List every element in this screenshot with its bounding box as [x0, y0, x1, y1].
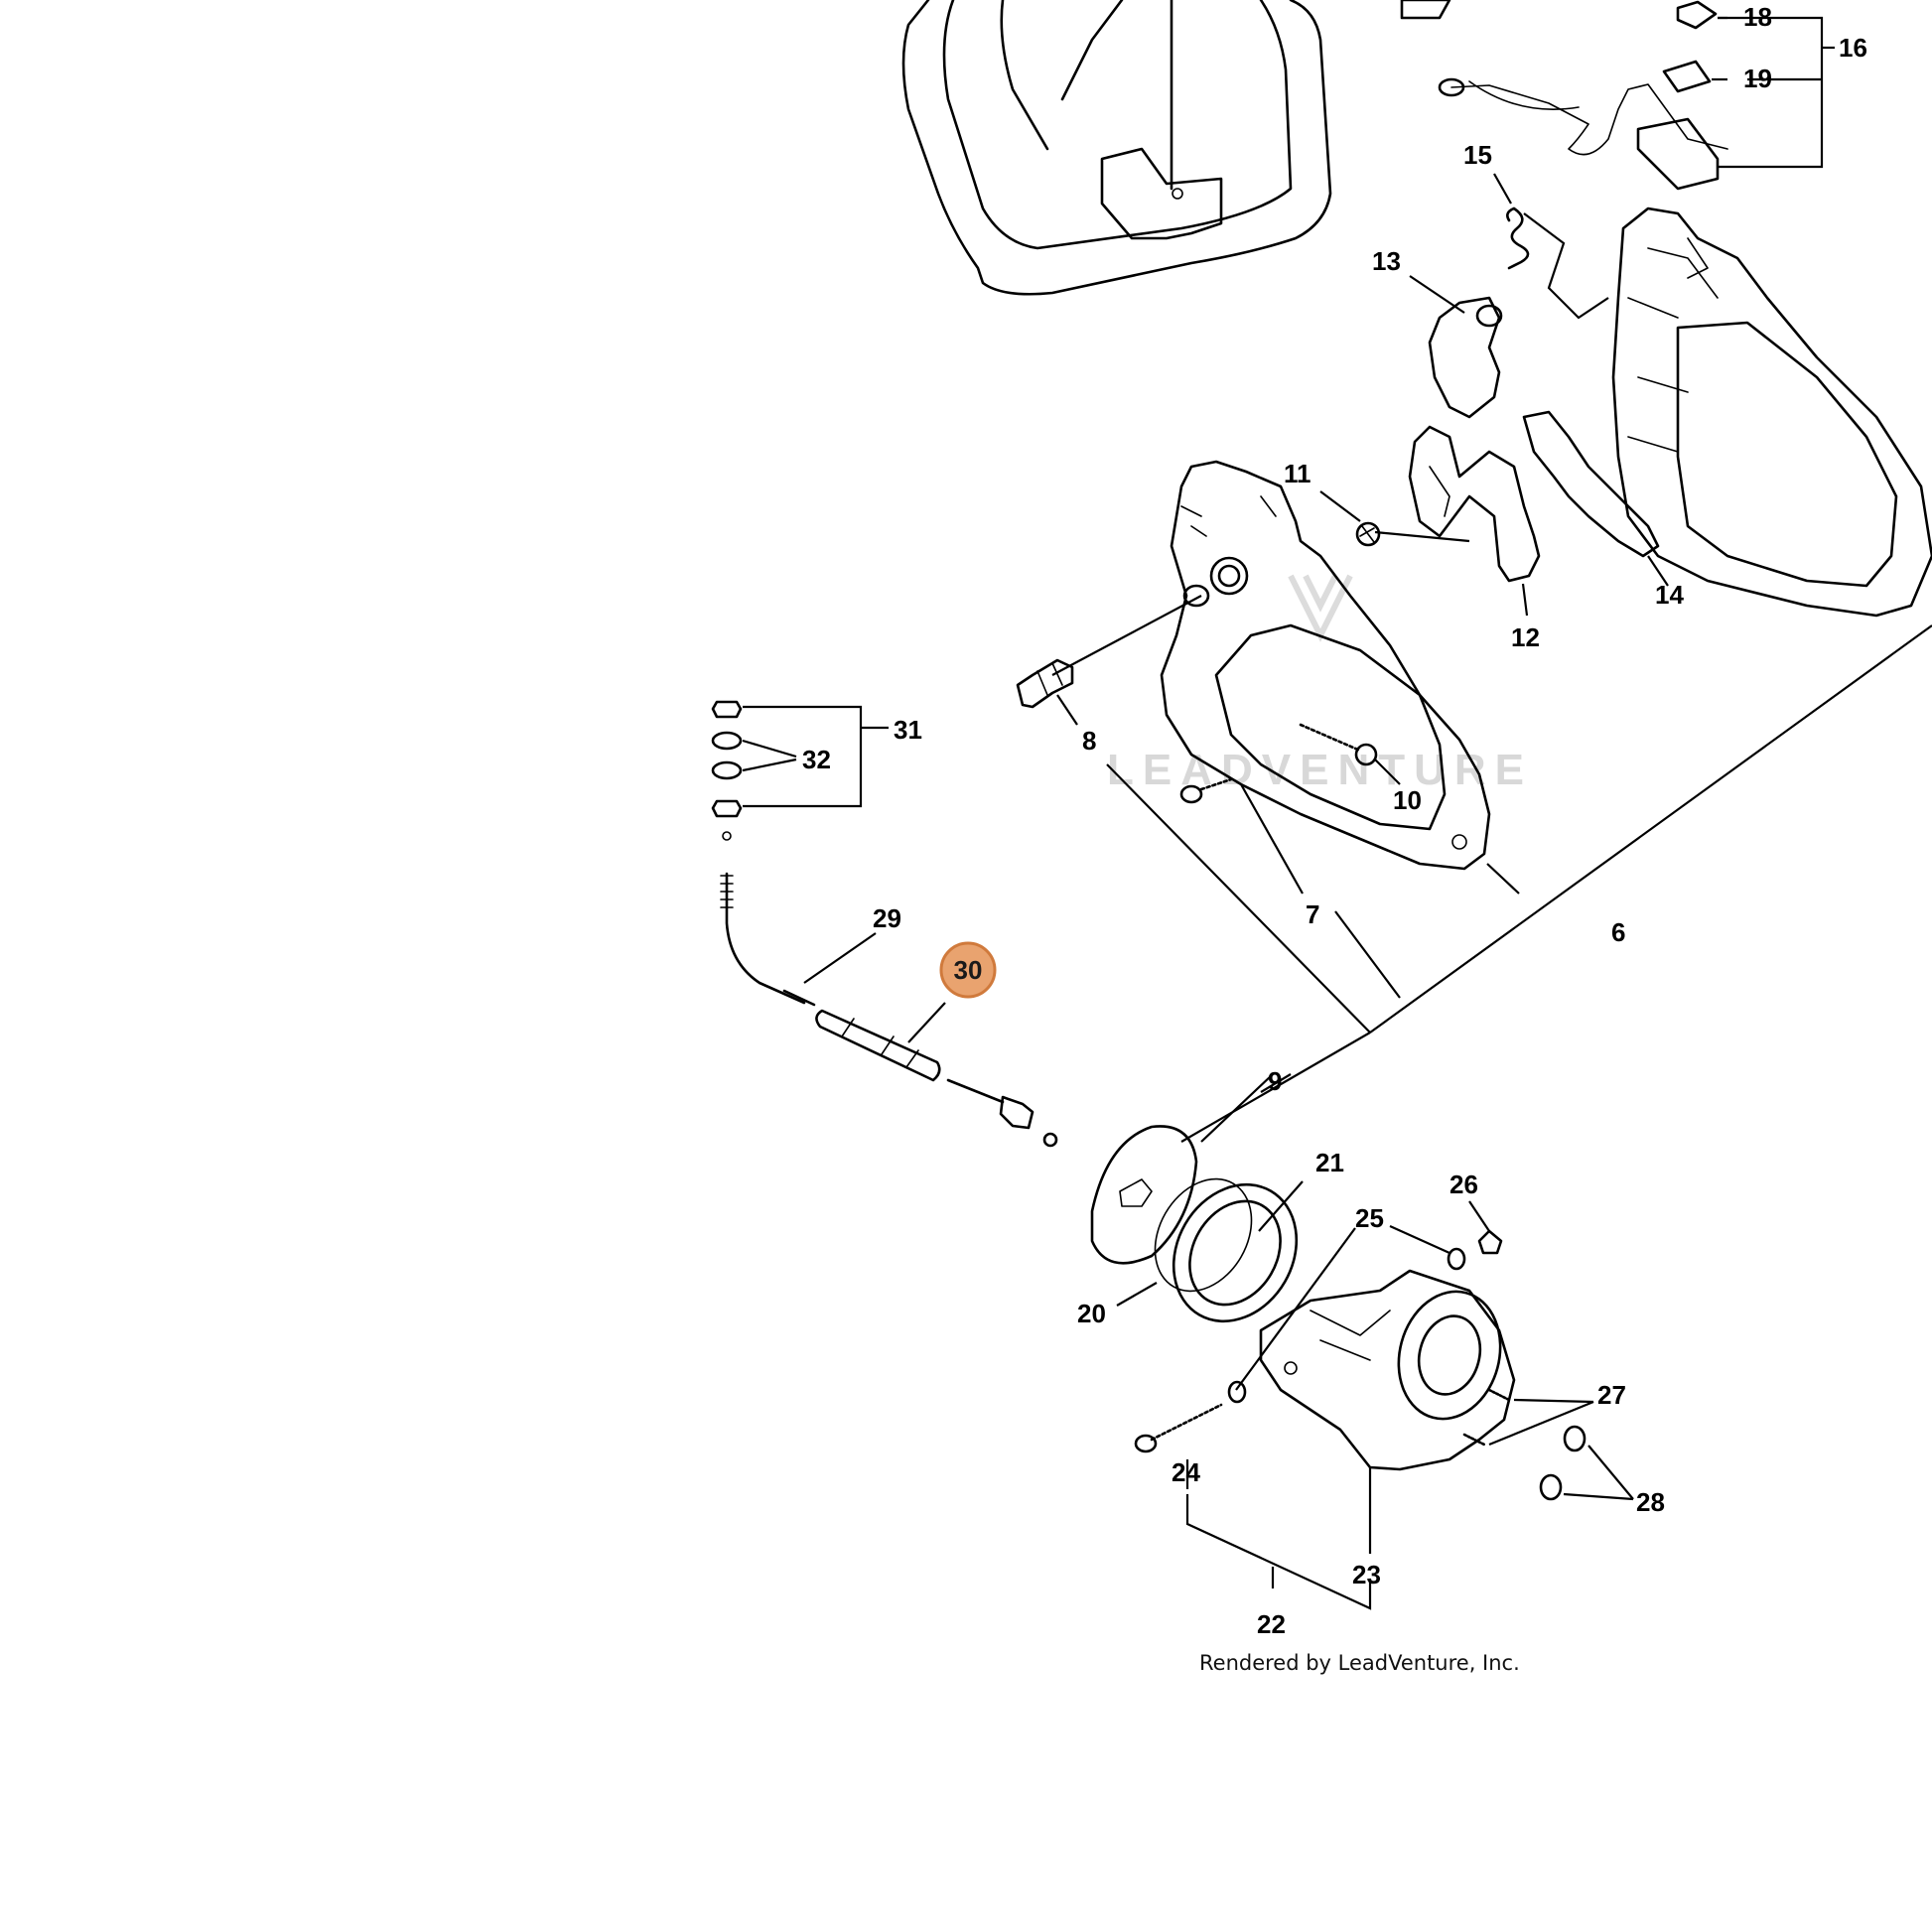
front-handle[interactable] — [901, 0, 1332, 296]
callout-19[interactable]: 19 — [1743, 64, 1772, 93]
fitting-8[interactable] — [1016, 658, 1074, 709]
callout-26[interactable]: 26 — [1449, 1170, 1478, 1199]
callout-13[interactable]: 13 — [1372, 246, 1401, 276]
callout-10[interactable]: 10 — [1393, 785, 1422, 815]
nut-18-icon — [1676, 0, 1718, 30]
highlight-circle — [939, 941, 997, 999]
nuts-washers[interactable] — [711, 700, 743, 841]
callout-31[interactable]: 31 — [894, 715, 922, 745]
screw-10[interactable] — [1299, 723, 1378, 766]
pad-19-icon — [1662, 60, 1712, 93]
washer-25[interactable] — [1447, 1247, 1466, 1271]
watermark: LEADVENTURE — [1107, 574, 1533, 794]
screws-27[interactable] — [1462, 1388, 1511, 1447]
housing-23[interactable] — [1259, 1269, 1516, 1471]
plate-20[interactable] — [1090, 1125, 1198, 1265]
switch-16-icon — [1636, 117, 1720, 191]
handle-housing-left[interactable] — [1160, 460, 1491, 871]
callout-28[interactable]: 28 — [1636, 1487, 1665, 1517]
callout-14[interactable]: 14 — [1655, 580, 1684, 610]
switch-parts[interactable] — [1400, 0, 1728, 191]
callout-24[interactable]: 24 — [1172, 1457, 1200, 1487]
trigger-12[interactable] — [1408, 425, 1541, 583]
lever-13[interactable] — [1428, 296, 1503, 419]
callout-27[interactable]: 27 — [1597, 1380, 1626, 1410]
spring-15[interactable] — [1506, 207, 1530, 270]
watermark-text: LEADVENTURE — [1107, 746, 1533, 794]
callout-8[interactable]: 8 — [1082, 726, 1096, 756]
washer-icon — [711, 731, 743, 751]
callout-30[interactable]: 30 — [954, 955, 983, 985]
plugs-28[interactable] — [1539, 1425, 1587, 1501]
callout-21[interactable]: 21 — [1315, 1148, 1344, 1177]
spring-11[interactable] — [1355, 521, 1381, 547]
nut-top-icon — [711, 700, 743, 719]
credit-text: Rendered by LeadVenture, Inc. — [1199, 1651, 1520, 1675]
callout-22[interactable]: 22 — [1257, 1609, 1286, 1639]
sleeve-30[interactable] — [815, 1009, 941, 1082]
callout-7[interactable]: 7 — [1306, 899, 1319, 929]
callout-12[interactable]: 12 — [1511, 622, 1540, 652]
screw-7[interactable] — [1179, 777, 1233, 804]
callout-32[interactable]: 32 — [802, 745, 831, 774]
nut-bottom-icon — [711, 799, 743, 818]
callout-29[interactable]: 29 — [873, 903, 901, 933]
rear-handle-housing[interactable] — [1611, 207, 1932, 618]
callout-11[interactable]: 11 — [1284, 459, 1311, 488]
callout-6[interactable]: 6 — [1611, 917, 1625, 947]
cable-adjuster[interactable] — [946, 1078, 1058, 1148]
callouts: 6 7 8 9 10 11 12 13 14 15 16 18 19 20 21… — [802, 2, 1867, 1639]
callout-25[interactable]: 25 — [1355, 1203, 1384, 1233]
callout-16[interactable]: 16 — [1839, 33, 1867, 63]
callout-9[interactable]: 9 — [1268, 1066, 1282, 1096]
callout-23[interactable]: 23 — [1352, 1560, 1381, 1589]
cable-29[interactable] — [720, 872, 816, 1007]
nut-26[interactable] — [1477, 1229, 1503, 1255]
callout-30-highlight[interactable]: 30 — [939, 941, 997, 999]
screw-24[interactable] — [1134, 1380, 1247, 1453]
top-part-edge — [1400, 0, 1451, 20]
callout-15[interactable]: 15 — [1463, 140, 1492, 170]
leader-lines — [742, 16, 1932, 1610]
ring-21[interactable] — [1136, 1162, 1320, 1343]
washer-icon — [711, 760, 743, 780]
interlock-14[interactable] — [1522, 410, 1660, 558]
callout-18[interactable]: 18 — [1743, 2, 1772, 32]
callout-20[interactable]: 20 — [1077, 1299, 1106, 1328]
